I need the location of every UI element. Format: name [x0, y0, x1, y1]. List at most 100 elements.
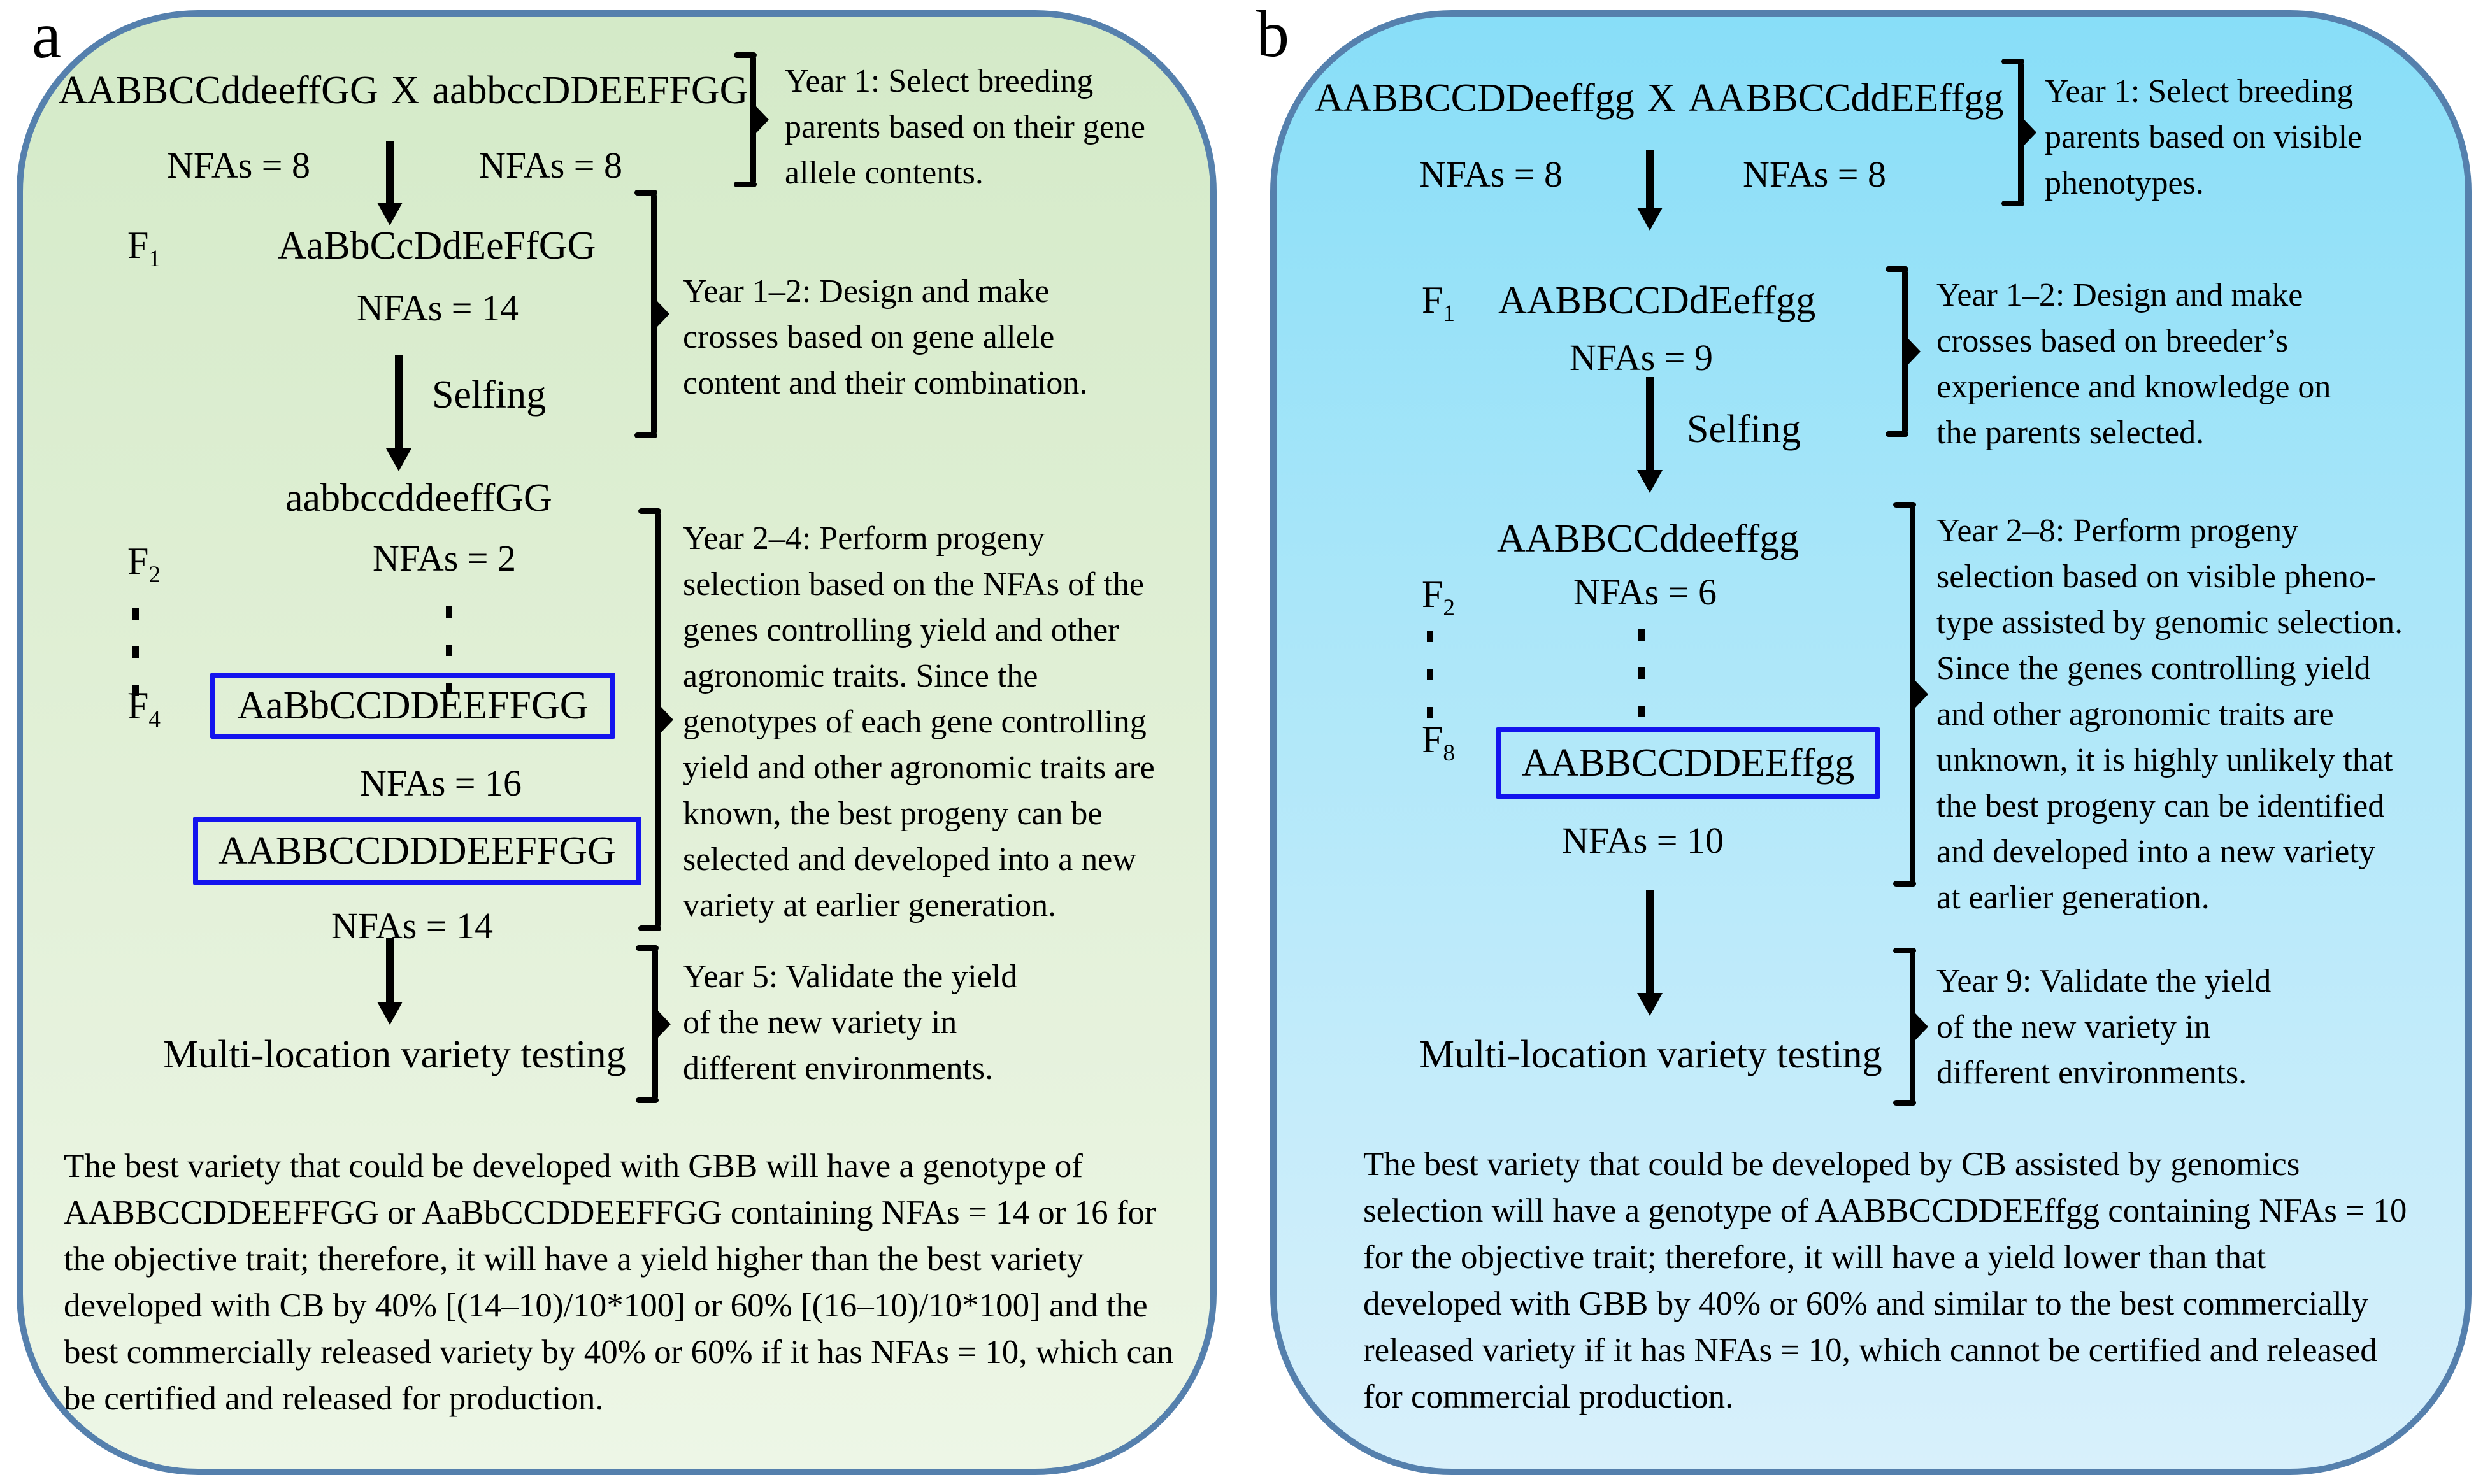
parent-right-genotype-b: AABBCCddEEffgg [1688, 76, 2004, 120]
generation-letter: F [127, 685, 149, 727]
generation-number: 4 [148, 706, 161, 732]
f1-genotype-a: AaBbCcDdEeFfGG [278, 224, 596, 268]
note-line: content and their combination. [683, 365, 1088, 401]
bracket-part [734, 52, 757, 58]
generation-letter: F [127, 224, 149, 266]
dot [1427, 631, 1433, 642]
bracket-part [1915, 680, 1928, 708]
parent-right-nfa-a: NFAs = 8 [479, 145, 623, 186]
bracket-part [651, 193, 657, 435]
note-line: Year 2–4: Perform progeny [683, 520, 1045, 557]
cross-symbol-b: X [1647, 76, 1676, 120]
f1-label-a: F1 [127, 224, 161, 273]
note-year24-a: Year 2–4: Perform progeny selection based… [683, 516, 1155, 929]
bracket-part [1910, 951, 1915, 1102]
bracket-year24-a [638, 508, 673, 931]
note-line: of the new variety in [1936, 1009, 2211, 1045]
generation-dots-b-center [1638, 629, 1645, 717]
bracket-part [638, 508, 661, 514]
bracket-part [1893, 881, 1916, 887]
note-line: Year 1–2: Design and make [683, 273, 1050, 310]
bracket-part [755, 106, 769, 134]
bracket-part [636, 1097, 659, 1103]
bracket-year12-b [1886, 266, 1921, 437]
bracket-part [657, 1010, 671, 1038]
f2-nfa-a: NFAs = 2 [373, 538, 517, 579]
f1-label-b: F1 [1422, 279, 1455, 327]
f2-nfa-b: NFAs = 6 [1573, 571, 1717, 613]
note-line: allele contents. [785, 155, 984, 191]
cross-symbol-a: X [390, 69, 420, 112]
generation-number: 8 [1443, 740, 1455, 766]
note-line: and other agronomic traits are [1936, 696, 2334, 732]
note-line: Year 1: Select breeding [785, 63, 1094, 99]
bracket-part [638, 925, 661, 931]
panel-b-label: b [1256, 0, 1289, 71]
summary-paragraph-a: The best variety that could be developed… [64, 1148, 1174, 1417]
note-line: selection based on the NFAs of the [683, 566, 1144, 603]
note-line: genotypes of each gene controlling [683, 704, 1147, 740]
summary-paragraph-b: The best variety that could be developed… [1363, 1146, 2407, 1415]
generation-number: 2 [148, 562, 161, 588]
bracket-part [2001, 59, 2024, 64]
f2-label-a: F2 [127, 540, 161, 589]
bracket-part [1902, 269, 1908, 434]
dot [446, 645, 452, 656]
f2-genotype-a: aabbccddeeffGG [285, 476, 552, 520]
dot [1638, 629, 1645, 641]
note-line: the best progeny can be identified [1936, 788, 2385, 824]
multi-location-a: Multi-location variety testing [163, 1033, 626, 1076]
bracket-part [2001, 201, 2024, 206]
f8-label-b: F8 [1422, 718, 1455, 767]
note-line: parents based on visible [2045, 119, 2363, 155]
dot [1427, 669, 1433, 680]
note-line: agronomic traits. Since the [683, 658, 1038, 694]
selected-genotype-box-b: AABBCCDDEEffgg [1496, 727, 1880, 799]
bracket-part [1893, 1100, 1916, 1106]
dot [1638, 667, 1645, 679]
cross-to-f1-arrow-a [386, 141, 394, 205]
selfing-arrow-a [395, 355, 403, 451]
f4-label-a: F4 [127, 685, 161, 733]
dot [1427, 707, 1433, 718]
dot [446, 683, 452, 694]
note-year12-a: Year 1–2: Design and make crosses based o… [683, 269, 1087, 406]
note-line: crosses based on gene allele [683, 319, 1055, 355]
multi-location-b: Multi-location variety testing [1419, 1033, 1882, 1076]
note-line: and developed into a new variety [1936, 834, 2375, 870]
note-line: Year 1–2: Design and make [1936, 277, 2303, 313]
panel-b-cb [1270, 10, 2472, 1475]
bracket-part [1893, 502, 1916, 508]
note-line: Year 5: Validate the yield [683, 959, 1018, 995]
bracket-part [636, 945, 659, 951]
generation-dots-a-center [446, 606, 452, 694]
f8-nfa-b: NFAs = 10 [1562, 820, 1724, 861]
bracket-part [750, 55, 756, 184]
note-line: parents based on their gene [785, 109, 1146, 145]
bracket-part [652, 948, 658, 1100]
parent-left-nfa-a: NFAs = 8 [167, 145, 311, 186]
bracket-part [634, 432, 657, 438]
note-line: type assisted by genomic selection. [1936, 604, 2403, 641]
selfing-label-a: Selfing [432, 373, 547, 417]
note-year1-a: Year 1: Select breeding parents based on … [785, 59, 1145, 196]
note-line: unknown, it is highly unlikely that [1936, 742, 2393, 778]
generation-letter: F [1422, 718, 1443, 760]
bracket-part [1907, 338, 1921, 366]
note-line: selection based on visible pheno- [1936, 559, 2377, 595]
parent-right-nfa-b: NFAs = 8 [1743, 153, 1887, 195]
note-line: genes controlling yield and other [683, 612, 1119, 648]
note-line: phenotypes. [2045, 165, 2204, 201]
selfing-arrow-b [1646, 377, 1654, 473]
to-testing-arrow-a [386, 938, 394, 1004]
note-line: different environments. [1936, 1055, 2247, 1091]
bracket-part [655, 511, 661, 928]
bracket-part [656, 300, 669, 328]
